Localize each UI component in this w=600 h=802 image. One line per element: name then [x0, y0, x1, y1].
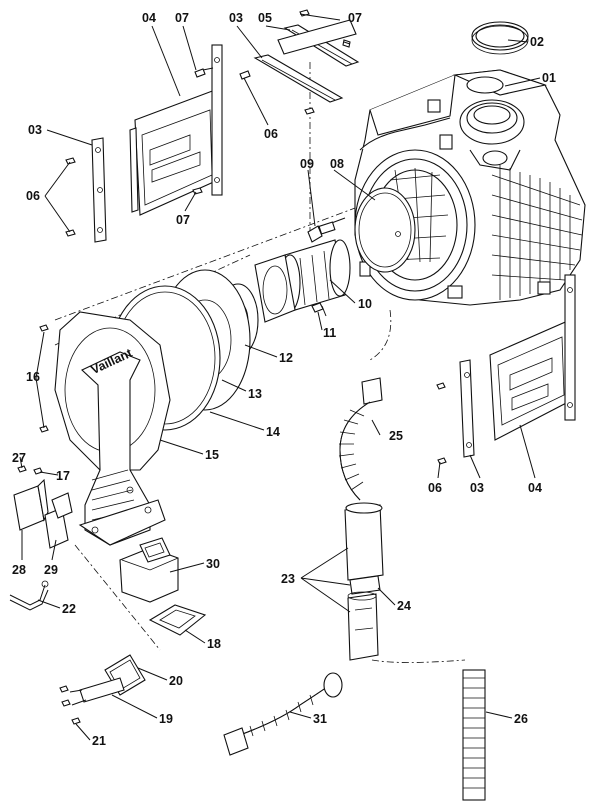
- label-06: 06: [428, 481, 442, 495]
- label-23: 23: [281, 572, 295, 586]
- label-07: 07: [348, 11, 362, 25]
- label-04: 04: [142, 11, 156, 25]
- label-24: 24: [397, 599, 411, 613]
- siphon-23-24: [344, 502, 384, 661]
- label-21: 21: [92, 734, 106, 748]
- label-04: 04: [528, 481, 542, 495]
- label-27: 27: [12, 451, 26, 465]
- label-14: 14: [266, 425, 280, 439]
- ignition-parts: [13, 478, 73, 549]
- hose-26: [462, 669, 486, 801]
- bracket-04-right: [459, 274, 576, 458]
- part-labels: 04 07 03 05 07 02 01 03 06 07 06 09 08 1…: [12, 11, 556, 748]
- housing-30: [119, 537, 179, 603]
- label-26: 26: [514, 712, 528, 726]
- label-10: 10: [358, 297, 372, 311]
- label-28: 28: [12, 563, 26, 577]
- label-02: 02: [530, 35, 544, 49]
- label-25: 25: [389, 429, 403, 443]
- label-12: 12: [279, 351, 293, 365]
- burner-door-15: Vaillant: [54, 311, 171, 546]
- label-01: 01: [542, 71, 556, 85]
- screw-11: [311, 302, 327, 317]
- label-16: 16: [26, 370, 40, 384]
- label-07: 07: [176, 213, 190, 227]
- label-07: 07: [175, 11, 189, 25]
- plate-03-left: [91, 137, 107, 243]
- label-13: 13: [248, 387, 262, 401]
- hose-31: [223, 672, 343, 756]
- label-09: 09: [300, 157, 314, 171]
- screws: [17, 9, 447, 725]
- leader-lines: [19, 13, 541, 741]
- label-31: 31: [313, 712, 327, 726]
- burner-tube-10: [254, 239, 351, 323]
- label-11: 11: [323, 326, 336, 340]
- label-03: 03: [28, 123, 42, 137]
- label-05: 05: [258, 11, 272, 25]
- label-08: 08: [330, 157, 344, 171]
- label-06: 06: [26, 189, 40, 203]
- electrode-19-20: [69, 654, 146, 706]
- bracket-04-left: [129, 44, 223, 216]
- label-20: 20: [169, 674, 183, 688]
- label-06: 06: [264, 127, 278, 141]
- label-18: 18: [207, 637, 221, 651]
- label-15: 15: [205, 448, 219, 462]
- hose-25: [338, 377, 383, 501]
- label-03: 03: [470, 481, 484, 495]
- label-19: 19: [159, 712, 173, 726]
- burner-disc-08: [354, 187, 416, 273]
- strips-03-05: [253, 19, 360, 103]
- cable-22: [9, 580, 49, 611]
- label-29: 29: [44, 563, 58, 577]
- label-03: 03: [229, 11, 243, 25]
- label-22: 22: [62, 602, 76, 616]
- label-30: 30: [206, 557, 220, 571]
- gasket-18: [148, 604, 207, 636]
- seal-ring-02: [471, 21, 529, 55]
- label-17: 17: [56, 469, 70, 483]
- sensor-09: [307, 217, 346, 243]
